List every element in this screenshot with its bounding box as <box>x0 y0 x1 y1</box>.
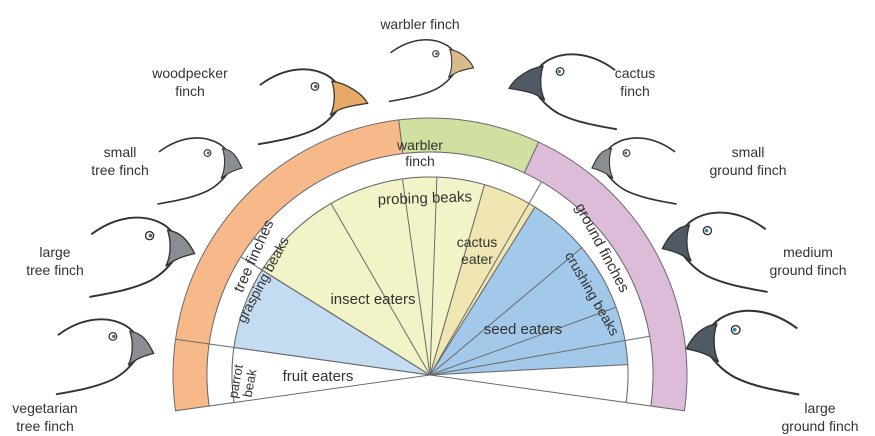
large-ground-finch-head <box>686 311 798 395</box>
diet-label-insect: insect eaters <box>330 291 415 308</box>
outer-label-warbler-line2: finch <box>405 153 435 169</box>
medium-ground-finch-head <box>662 213 766 292</box>
diet-label-seed: seed eaters <box>484 321 562 338</box>
label-warbler-finch: warbler finch <box>365 15 475 33</box>
diet-label-cactus-line2: eater <box>461 251 493 267</box>
vegetarian-tree-finch-head <box>57 319 154 394</box>
small-tree-finch-head <box>158 138 242 204</box>
beak-label-probing: probing beaks <box>377 188 472 208</box>
large-tree-finch-head <box>90 218 194 297</box>
outer-label-warbler-line1: warbler <box>396 137 443 153</box>
diet-label-fruit: fruit eaters <box>283 368 354 385</box>
diet-label-cactus-line1: cactus <box>457 234 497 250</box>
warbler-finch-head <box>390 40 474 102</box>
